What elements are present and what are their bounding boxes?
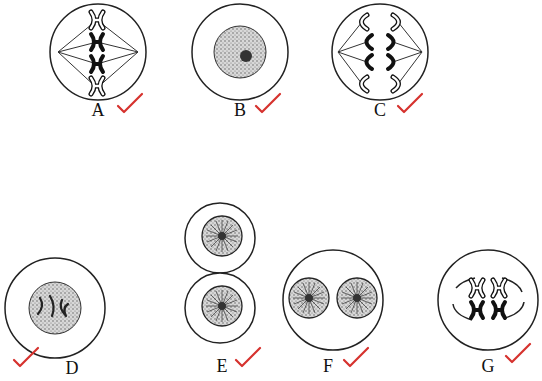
stage-letter: G <box>482 356 495 376</box>
prophase-cell <box>5 258 105 358</box>
check-mark <box>344 348 368 366</box>
check-mark <box>118 94 142 112</box>
stage-letter: E <box>217 356 228 376</box>
stage-letter: D <box>66 358 79 378</box>
check-mark <box>506 344 530 362</box>
check-mark <box>398 94 422 112</box>
metaphase-cell <box>50 4 146 100</box>
check-mark <box>236 348 260 366</box>
stage-letter: F <box>323 356 333 376</box>
check-mark <box>256 94 280 112</box>
stage-letter: B <box>234 100 246 120</box>
late-prophase-cell <box>438 250 538 350</box>
telophase-cell <box>283 250 383 350</box>
daughter-cells <box>185 203 255 343</box>
stage-letter: C <box>374 100 386 120</box>
check-mark <box>14 348 38 366</box>
stage-letter: A <box>92 100 105 120</box>
anaphase-cell <box>332 4 428 100</box>
interphase-cell <box>192 4 288 100</box>
